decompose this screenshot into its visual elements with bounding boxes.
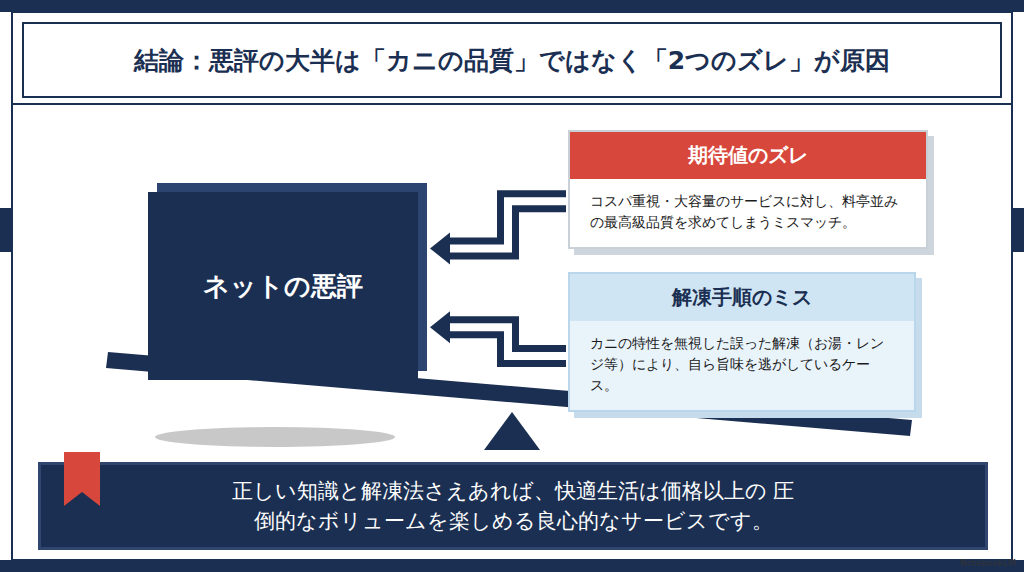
side-tab xyxy=(0,208,12,252)
bookmark-icon xyxy=(60,452,104,508)
title-rule xyxy=(12,103,1012,105)
bottom-bar xyxy=(0,560,1024,572)
side-tab xyxy=(1012,208,1024,252)
fulcrum xyxy=(484,412,540,450)
arrow-connector xyxy=(430,311,566,356)
card-body: カニの特性を無視した誤った解凍（お湯・レンジ等）により、自ら旨味を逃がしているケ… xyxy=(570,321,914,410)
card-heading: 解凍手順のミス xyxy=(570,274,914,321)
page-frame xyxy=(12,12,1012,560)
conclusion-band: 正しい知識と解凍法さえあれば、快適生活は価格以上の 圧倒的なボリュームを楽しめる… xyxy=(38,462,988,550)
cause-card: 期待値のズレコスパ重視・大容量のサービスに対し、料亭並みの最高級品質を求めてしま… xyxy=(568,130,928,249)
arrow-connector xyxy=(430,201,566,264)
node-text: ネットの悪評 xyxy=(193,259,373,314)
card-body: コスパ重視・大容量のサービスに対し、料亭並みの最高級品質を求めてしまうミスマッチ… xyxy=(570,179,926,247)
top-bar xyxy=(0,0,1024,12)
title: 結論：悪評の大半は「カニの品質」ではなく「2つのズレ」が原因 xyxy=(134,44,890,77)
shadow xyxy=(155,427,395,447)
watermark: NotebookLM xyxy=(960,558,1016,568)
node-text: 正しい知識と解凍法さえあれば、快適生活は価格以上の 圧倒的なボリュームを楽しめる… xyxy=(231,466,796,547)
title-band: 結論：悪評の大半は「カニの品質」ではなく「2つのズレ」が原因 xyxy=(22,22,1002,98)
main-box: ネットの悪評 xyxy=(148,192,418,380)
cause-card: 解凍手順のミスカニの特性を無視した誤った解凍（お湯・レンジ等）により、自ら旨味を… xyxy=(568,272,916,412)
card-heading: 期待値のズレ xyxy=(570,132,926,179)
